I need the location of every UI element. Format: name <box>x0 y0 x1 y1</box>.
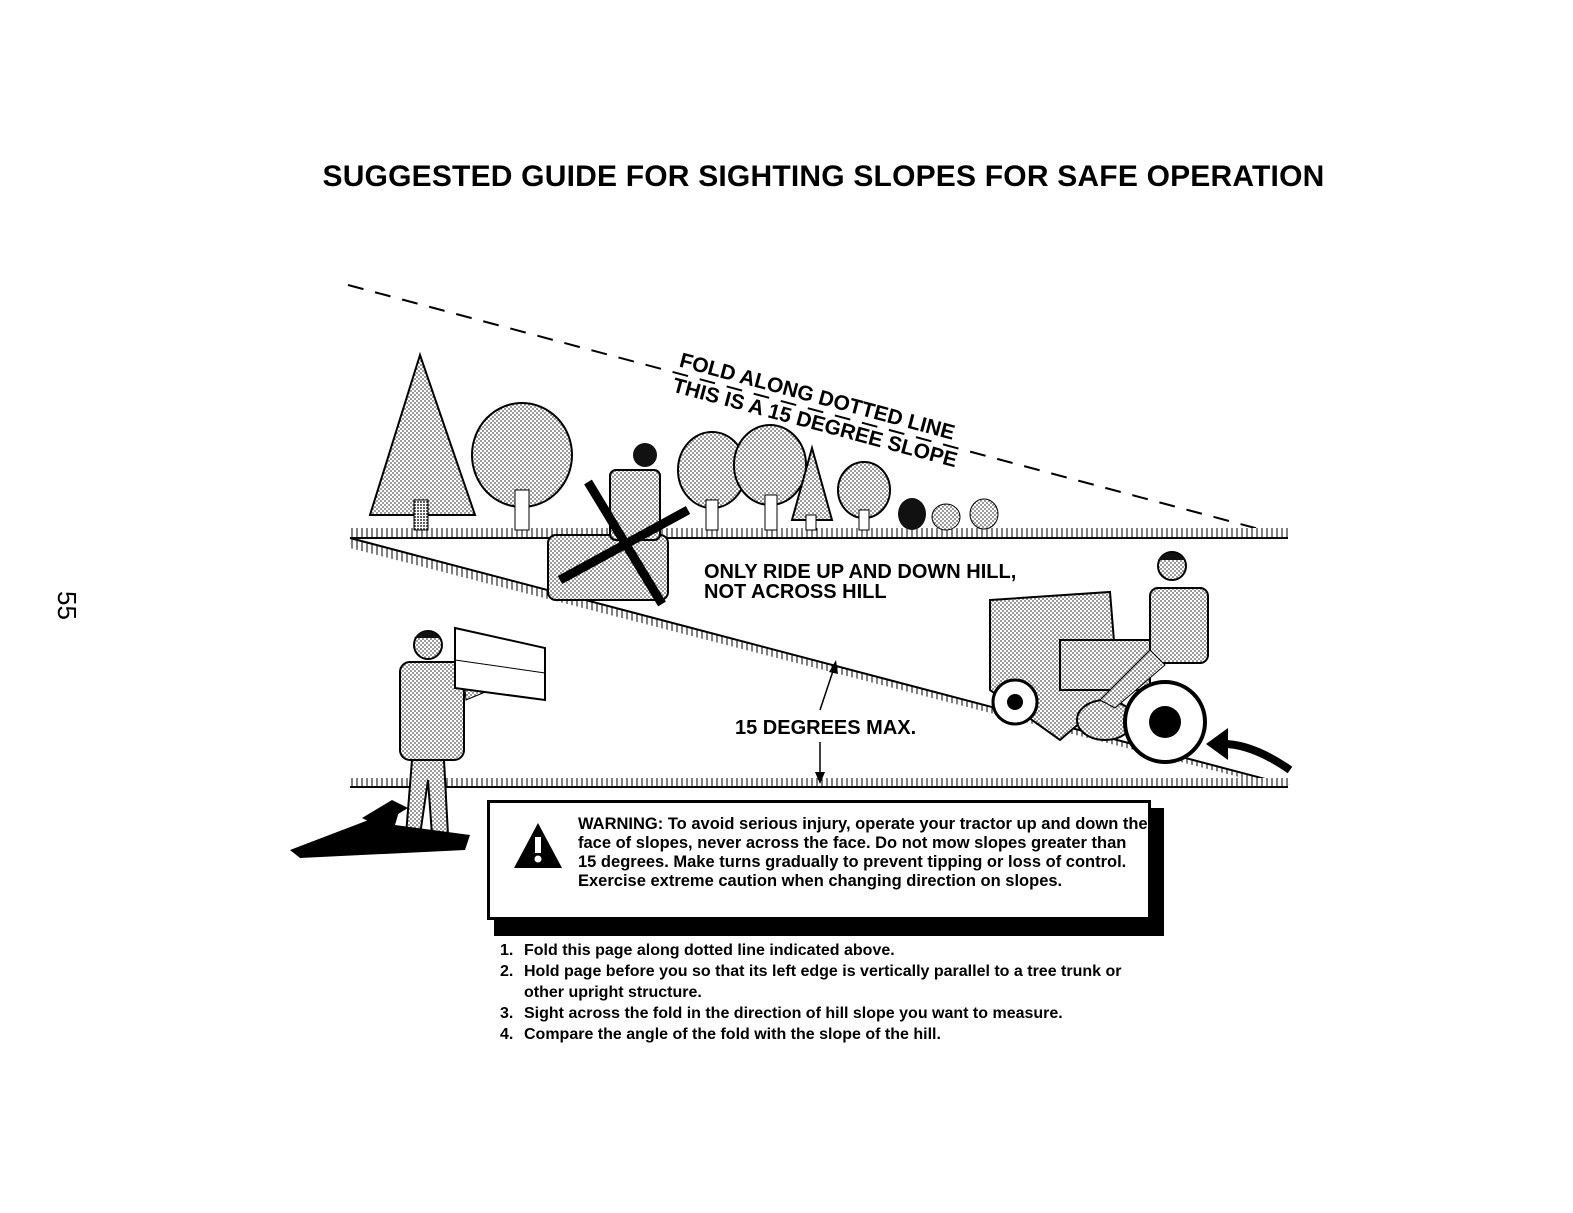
tractor-across-hill-icon <box>547 443 691 607</box>
tree-icon <box>677 431 747 531</box>
tree-icon <box>733 424 807 531</box>
tree-icon <box>790 444 834 531</box>
list-item: 1.Fold this page along dotted line indic… <box>500 942 895 959</box>
warning-text: WARNING: To avoid serious injury, operat… <box>578 815 1148 890</box>
tractor-up-hill-icon <box>989 551 1209 764</box>
angle-label: 15 DEGREES MAX. <box>735 717 917 739</box>
upper-ground <box>350 528 1288 538</box>
ride-instruction: ONLY RIDE UP AND DOWN HILL, NOT ACROSS H… <box>704 561 1017 603</box>
list-item: 3.Sight across the fold in the direction… <box>500 1005 1063 1022</box>
tree-icon <box>368 351 477 531</box>
tree-icon <box>837 461 891 531</box>
warning-box: WARNING: To avoid serious injury, operat… <box>487 800 1151 920</box>
angle-arrow <box>815 660 838 784</box>
fold-dotted-line <box>347 284 1286 537</box>
person-sighting-icon <box>290 626 546 858</box>
list-item: 4.Compare the angle of the fold with the… <box>500 1026 941 1043</box>
list-item: 2.Hold page before you so that its left … <box>500 963 1122 1001</box>
shrub-icon <box>898 498 999 531</box>
warning-triangle-icon <box>514 823 562 868</box>
lower-ground <box>350 778 1288 787</box>
direction-arrow-icon <box>1206 728 1293 774</box>
instruction-list: 1.Fold this page along dotted line indic… <box>500 940 1160 1045</box>
tree-icon <box>471 402 573 531</box>
page-title: SUGGESTED GUIDE FOR SIGHTING SLOPES FOR … <box>322 160 1325 193</box>
